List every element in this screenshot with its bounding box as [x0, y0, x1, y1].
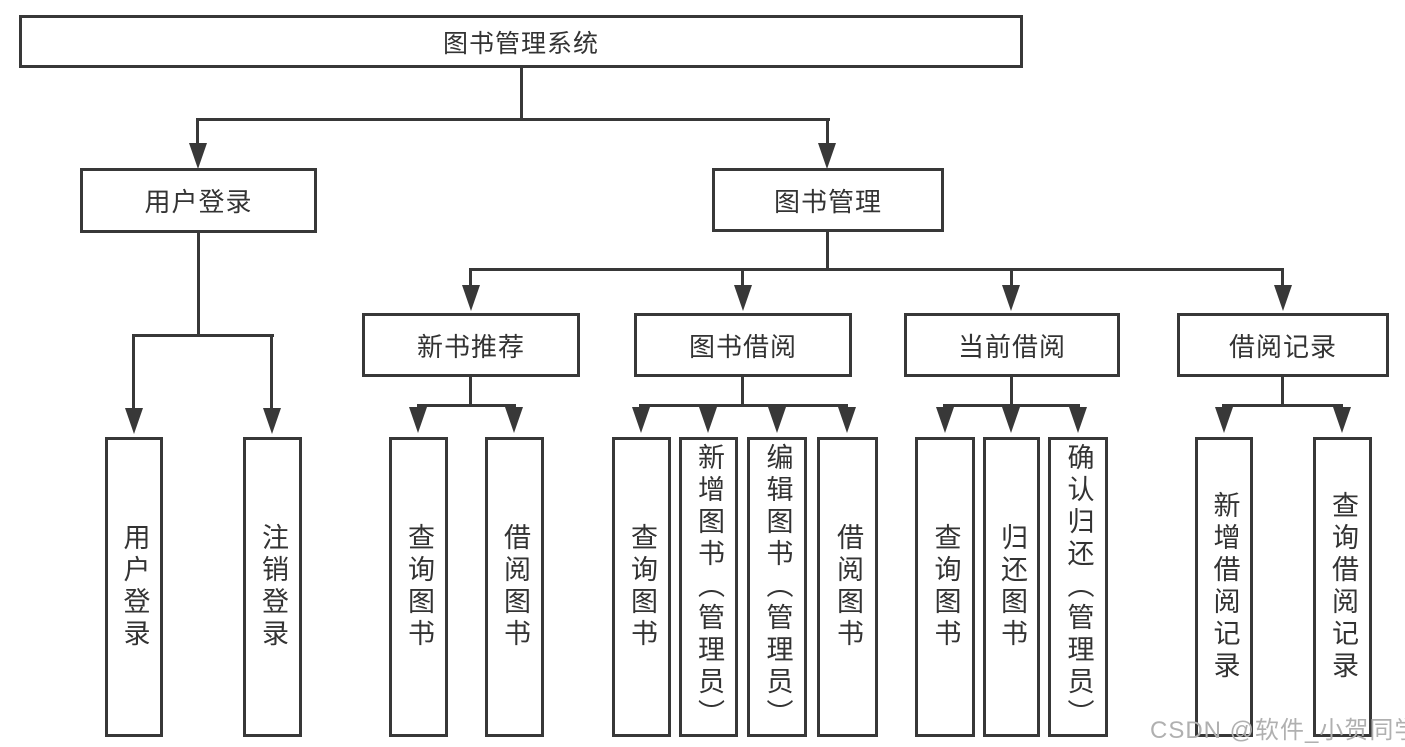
leaf-bb-add-books-admin-label: 新增图书（管理员）: [694, 443, 724, 731]
connector-line: [639, 404, 848, 407]
node-book-borrow-label: 图书借阅: [688, 331, 797, 362]
leaf-br-query-record-label: 查询借阅记录: [1328, 491, 1358, 683]
leaf-bb-query-books: 查询图书: [612, 437, 671, 737]
arrow-down-icon: [125, 408, 143, 434]
arrow-down-icon: [936, 407, 954, 433]
connector-line: [1281, 376, 1284, 407]
leaf-br-query-record: 查询借阅记录: [1313, 437, 1372, 737]
arrow-down-icon: [263, 408, 281, 434]
arrow-down-icon: [1215, 407, 1233, 433]
arrow-down-icon: [189, 143, 207, 169]
arrow-down-icon: [699, 407, 717, 433]
leaf-user-login-label: 用户登录: [119, 523, 150, 651]
connector-line: [943, 404, 1080, 407]
leaf-br-add-record-label: 新增借阅记录: [1209, 491, 1240, 683]
leaf-bb-edit-books-admin-label: 编辑图书（管理员）: [762, 443, 793, 731]
leaf-cb-return-books-label: 归还图书: [997, 523, 1027, 651]
connector-line: [132, 334, 135, 410]
node-current-borrow-label: 当前借阅: [957, 331, 1066, 362]
node-book-borrow: 图书借阅: [634, 313, 852, 377]
connector-line: [270, 334, 273, 410]
connector-line: [1010, 376, 1013, 407]
leaf-cb-confirm-return-admin-label: 确认归还（管理员）: [1063, 443, 1094, 731]
node-root-label: 图书管理系统: [442, 29, 599, 58]
connector-line: [1222, 404, 1343, 407]
arrow-down-icon: [838, 407, 856, 433]
connector-line: [741, 376, 744, 407]
connector-line: [469, 268, 1283, 271]
arrow-down-icon: [1002, 285, 1020, 311]
leaf-cb-confirm-return-admin: 确认归还（管理员）: [1048, 437, 1108, 737]
leaf-nbr-borrow-books: 借阅图书: [485, 437, 544, 737]
arrow-down-icon: [734, 285, 752, 311]
connector-line: [826, 232, 829, 271]
arrow-down-icon: [632, 407, 650, 433]
leaf-br-add-record: 新增借阅记录: [1195, 437, 1253, 737]
node-new-book-recommend: 新书推荐: [362, 313, 580, 377]
leaf-cb-query-books: 查询图书: [915, 437, 975, 737]
leaf-bb-edit-books-admin: 编辑图书（管理员）: [747, 437, 807, 737]
leaf-nbr-query-books: 查询图书: [389, 437, 448, 737]
connector-line: [132, 334, 274, 337]
arrow-down-icon: [818, 143, 836, 169]
node-user-login-label: 用户登录: [144, 187, 253, 217]
leaf-user-login: 用户登录: [105, 437, 163, 737]
arrow-down-icon: [409, 407, 427, 433]
connector-line: [1010, 268, 1013, 287]
leaf-bb-borrow-books-label: 借阅图书: [833, 523, 863, 651]
connector-line: [741, 268, 744, 287]
leaf-nbr-query-books-label: 查询图书: [404, 523, 434, 651]
arrow-down-icon: [1069, 407, 1087, 433]
node-book-management: 图书管理: [712, 168, 944, 232]
connector-line: [520, 68, 523, 121]
connector-line: [197, 233, 200, 337]
leaf-cb-query-books-label: 查询图书: [930, 523, 961, 651]
arrow-down-icon: [1002, 407, 1020, 433]
arrow-down-icon: [505, 407, 523, 433]
node-book-management-label: 图书管理: [773, 186, 882, 217]
connector-line: [826, 118, 829, 146]
leaf-logout: 注销登录: [243, 437, 302, 737]
leaf-bb-query-books-label: 查询图书: [627, 523, 657, 651]
arrow-down-icon: [1274, 285, 1292, 311]
connector-line: [196, 118, 199, 146]
node-borrow-records: 借阅记录: [1177, 313, 1389, 377]
leaf-cb-return-books: 归还图书: [983, 437, 1040, 737]
leaf-bb-add-books-admin: 新增图书（管理员）: [679, 437, 738, 737]
node-root: 图书管理系统: [19, 15, 1023, 68]
csdn-watermark: CSDN @软件_小贺同学: [1150, 717, 1405, 744]
leaf-nbr-borrow-books-label: 借阅图书: [500, 523, 530, 651]
connector-line: [196, 118, 830, 121]
leaf-logout-label: 注销登录: [258, 523, 288, 651]
node-current-borrow: 当前借阅: [904, 313, 1120, 377]
connector-line: [1281, 268, 1284, 287]
arrow-down-icon: [768, 407, 786, 433]
arrow-down-icon: [1333, 407, 1351, 433]
node-user-login: 用户登录: [80, 168, 317, 233]
node-new-book-recommend-label: 新书推荐: [416, 331, 525, 362]
leaf-bb-borrow-books: 借阅图书: [817, 437, 878, 737]
arrow-down-icon: [462, 285, 480, 311]
connector-line: [469, 376, 472, 407]
connector-line: [469, 268, 472, 287]
node-borrow-records-label: 借阅记录: [1228, 331, 1337, 362]
connector-line: [417, 404, 516, 407]
